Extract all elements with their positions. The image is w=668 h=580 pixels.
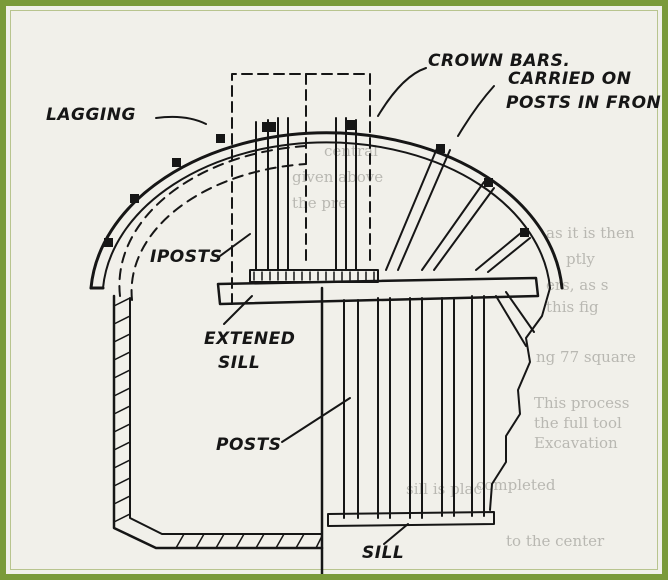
ghost-text: the pre xyxy=(292,194,347,212)
lower-post xyxy=(471,295,485,517)
crown-bar-marker xyxy=(484,178,493,187)
floor-hatching xyxy=(175,533,323,549)
crown-bars xyxy=(104,120,529,247)
crown-bar-marker xyxy=(520,228,529,237)
label-lagging: LAGGING xyxy=(46,105,136,125)
crown-bar-marker xyxy=(262,122,276,132)
label-extended-sill-line2: SILL xyxy=(218,353,260,373)
label-crown-bars: CROWN BARS. xyxy=(428,51,570,71)
left-wall-outer xyxy=(112,294,324,550)
ghost-text: as it is then xyxy=(546,224,635,242)
ghost-text: central xyxy=(324,142,378,160)
ghost-text: this fig xyxy=(546,298,599,316)
leader-extended-sill xyxy=(223,295,253,325)
ghost-text: given above xyxy=(292,168,383,186)
next-set-arch-1 xyxy=(118,145,307,297)
leader-posts-upper xyxy=(219,233,251,257)
rock-face xyxy=(489,287,551,511)
leader-sill xyxy=(383,523,409,545)
background-text-layer: central given above the pre as it is the… xyxy=(292,142,636,550)
corbel-hatching xyxy=(253,271,375,281)
label-carried-on-line2: POSTS IN FRON xyxy=(506,93,661,113)
inclined-strut xyxy=(475,231,531,273)
lagging-arch-inner xyxy=(102,141,551,289)
crown-bar-marker xyxy=(346,120,356,130)
crown-bar-marker xyxy=(130,194,139,203)
left-wall-inner xyxy=(129,297,323,535)
lower-post xyxy=(409,297,423,519)
upper-post xyxy=(335,117,347,271)
inclined-strut xyxy=(421,181,495,271)
frame-inner-border xyxy=(10,10,658,570)
label-posts-upper: IPOSTS xyxy=(150,247,222,267)
crown-bar-marker xyxy=(216,134,225,143)
left-wall-hatching xyxy=(113,297,131,523)
crown-bar-marker xyxy=(104,238,113,247)
lower-post xyxy=(441,297,455,517)
ghost-text: to the center xyxy=(506,532,605,550)
tunnel-timbering-diagram: central given above the pre as it is the… xyxy=(46,51,661,574)
short-brace xyxy=(495,291,535,347)
lagging-arch-outer xyxy=(89,131,564,290)
upper-post xyxy=(255,119,269,271)
leader-lagging xyxy=(155,115,207,125)
ghost-text: This process xyxy=(534,394,629,412)
ghost-text: sill is plac xyxy=(406,480,482,498)
next-set-arch-2 xyxy=(130,163,307,301)
bottom-sill xyxy=(327,511,495,527)
label-sill: SILL xyxy=(362,543,404,563)
lower-post xyxy=(377,297,391,519)
inclined-strut xyxy=(385,145,451,271)
ghost-text: ptly xyxy=(566,250,595,268)
label-carried-on-line1: CARRIED ON xyxy=(508,69,631,89)
leader-crown-bars xyxy=(377,67,427,117)
label-posts-lower: POSTS xyxy=(216,435,282,455)
leader-carried-on xyxy=(457,85,495,137)
ghost-text: completed xyxy=(476,476,556,494)
ghost-text: Excavation xyxy=(534,434,618,452)
lower-post xyxy=(343,299,359,519)
heading-outline-dashed xyxy=(231,73,371,305)
upper-post xyxy=(277,117,289,271)
label-extended-sill-line1: EXTENED xyxy=(204,329,295,349)
ghost-text: ers, as s xyxy=(546,276,608,294)
ghost-text: the full tool xyxy=(534,414,622,432)
extended-sill xyxy=(216,276,540,306)
ghost-text: ng 77 square xyxy=(536,348,636,366)
leader-posts-lower xyxy=(281,397,351,443)
crown-bar-marker xyxy=(436,144,445,153)
crown-bar-marker xyxy=(172,158,181,167)
